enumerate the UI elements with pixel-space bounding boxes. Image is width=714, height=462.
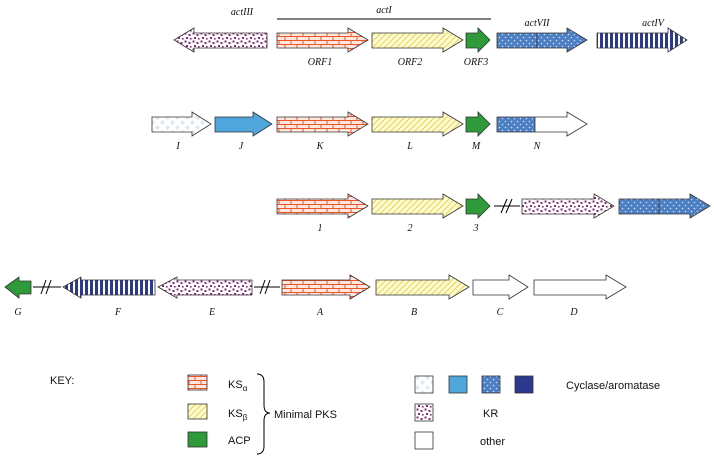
gene-i-arrow (151, 111, 212, 137)
gene-m-label: M (471, 141, 481, 152)
cyclase-light-swatch (414, 375, 434, 394)
gene-l-arrow (371, 111, 464, 137)
gene-3-label: 3 (473, 223, 479, 234)
cyclase-dark-swatch (514, 375, 534, 394)
minimal-pks-brace (256, 373, 271, 455)
key-title: KEY: (50, 375, 74, 387)
act-cluster: actI actIII actVII actIV ORF1 ORF2 ORF3 (173, 5, 688, 68)
gene-j-arrow (214, 111, 273, 137)
gene-break-mark (254, 279, 280, 295)
act-iii-gene-arrow (173, 27, 268, 53)
gene-1-label: 1 (318, 223, 323, 234)
gene-k-label: K (316, 141, 325, 152)
orf1-gene-arrow (276, 27, 369, 53)
orf2-label: ORF2 (398, 57, 422, 68)
gene-e-arrow (157, 276, 253, 299)
act-vii-label: actVII (525, 18, 551, 29)
act-iii-label: actIII (231, 7, 254, 18)
orf3-gene-arrow (465, 27, 491, 53)
ks-beta-label: KSβ (228, 408, 248, 422)
gene-a-label: A (316, 307, 324, 318)
gene-g-label: G (14, 307, 21, 318)
cyclase-label: Cyclase/aromatase (566, 380, 660, 392)
orf2-gene-arrow (371, 27, 464, 53)
gene-c-arrow (472, 274, 529, 300)
gene-f-arrow (62, 276, 156, 299)
gene-break-mark (494, 198, 520, 214)
gene-1-arrow (276, 193, 369, 219)
gene-i-label: I (175, 141, 180, 152)
minimal-pks-label: Minimal PKS (274, 409, 337, 421)
act-iv-gene-arrow (596, 27, 688, 53)
ks-alpha-label: KSα (228, 379, 248, 393)
gene-break-mark (33, 279, 61, 295)
ks-beta-swatch (187, 403, 208, 420)
kr-swatch (414, 403, 434, 422)
gene-a-arrow (281, 274, 371, 300)
gene-d-arrow (533, 274, 627, 300)
gene-n-label: N (533, 141, 542, 152)
cyclase-dotted-swatch (481, 375, 501, 394)
gene-f-label: F (114, 307, 122, 318)
cyclase-gene-arrow (618, 193, 711, 219)
gene-j-label: J (239, 141, 244, 152)
acp-swatch (187, 431, 208, 448)
gene-2-arrow (371, 193, 464, 219)
gene-e-label: E (208, 307, 215, 318)
cluster-two: I J K L M N (151, 111, 588, 152)
gene-n-arrow (496, 111, 588, 137)
gene-g-arrow (4, 276, 32, 299)
act-vii-gene-arrow (496, 27, 588, 53)
legend-key: KEY: KSα KSβ ACP Minimal PKS Cyclase/aro… (50, 373, 660, 455)
gene-b-label: B (411, 307, 417, 318)
other-swatch (414, 431, 434, 450)
cluster-four: G F E A B C D (4, 274, 627, 318)
gene-2-label: 2 (408, 223, 413, 234)
cluster-three: 1 2 3 (276, 193, 711, 234)
gene-m-arrow (465, 111, 491, 137)
kr-label: KR (483, 408, 498, 420)
gene-k-arrow (276, 111, 369, 137)
gene-b-arrow (375, 274, 470, 300)
acp-label: ACP (228, 435, 251, 447)
act-iv-label: actIV (642, 18, 666, 29)
gene-l-label: L (406, 141, 413, 152)
ks-alpha-swatch (187, 374, 208, 391)
other-label: other (480, 436, 505, 448)
gene-c-label: C (497, 307, 504, 318)
orf3-label: ORF3 (464, 57, 488, 68)
kr-gene-arrow (521, 193, 615, 219)
cyclase-blue-swatch (448, 375, 468, 394)
orf1-label: ORF1 (308, 57, 332, 68)
gene-d-label: D (569, 307, 578, 318)
act-i-label: actI (376, 5, 392, 16)
gene-3-arrow (465, 193, 491, 219)
gene-n-kr-domain (497, 117, 535, 132)
